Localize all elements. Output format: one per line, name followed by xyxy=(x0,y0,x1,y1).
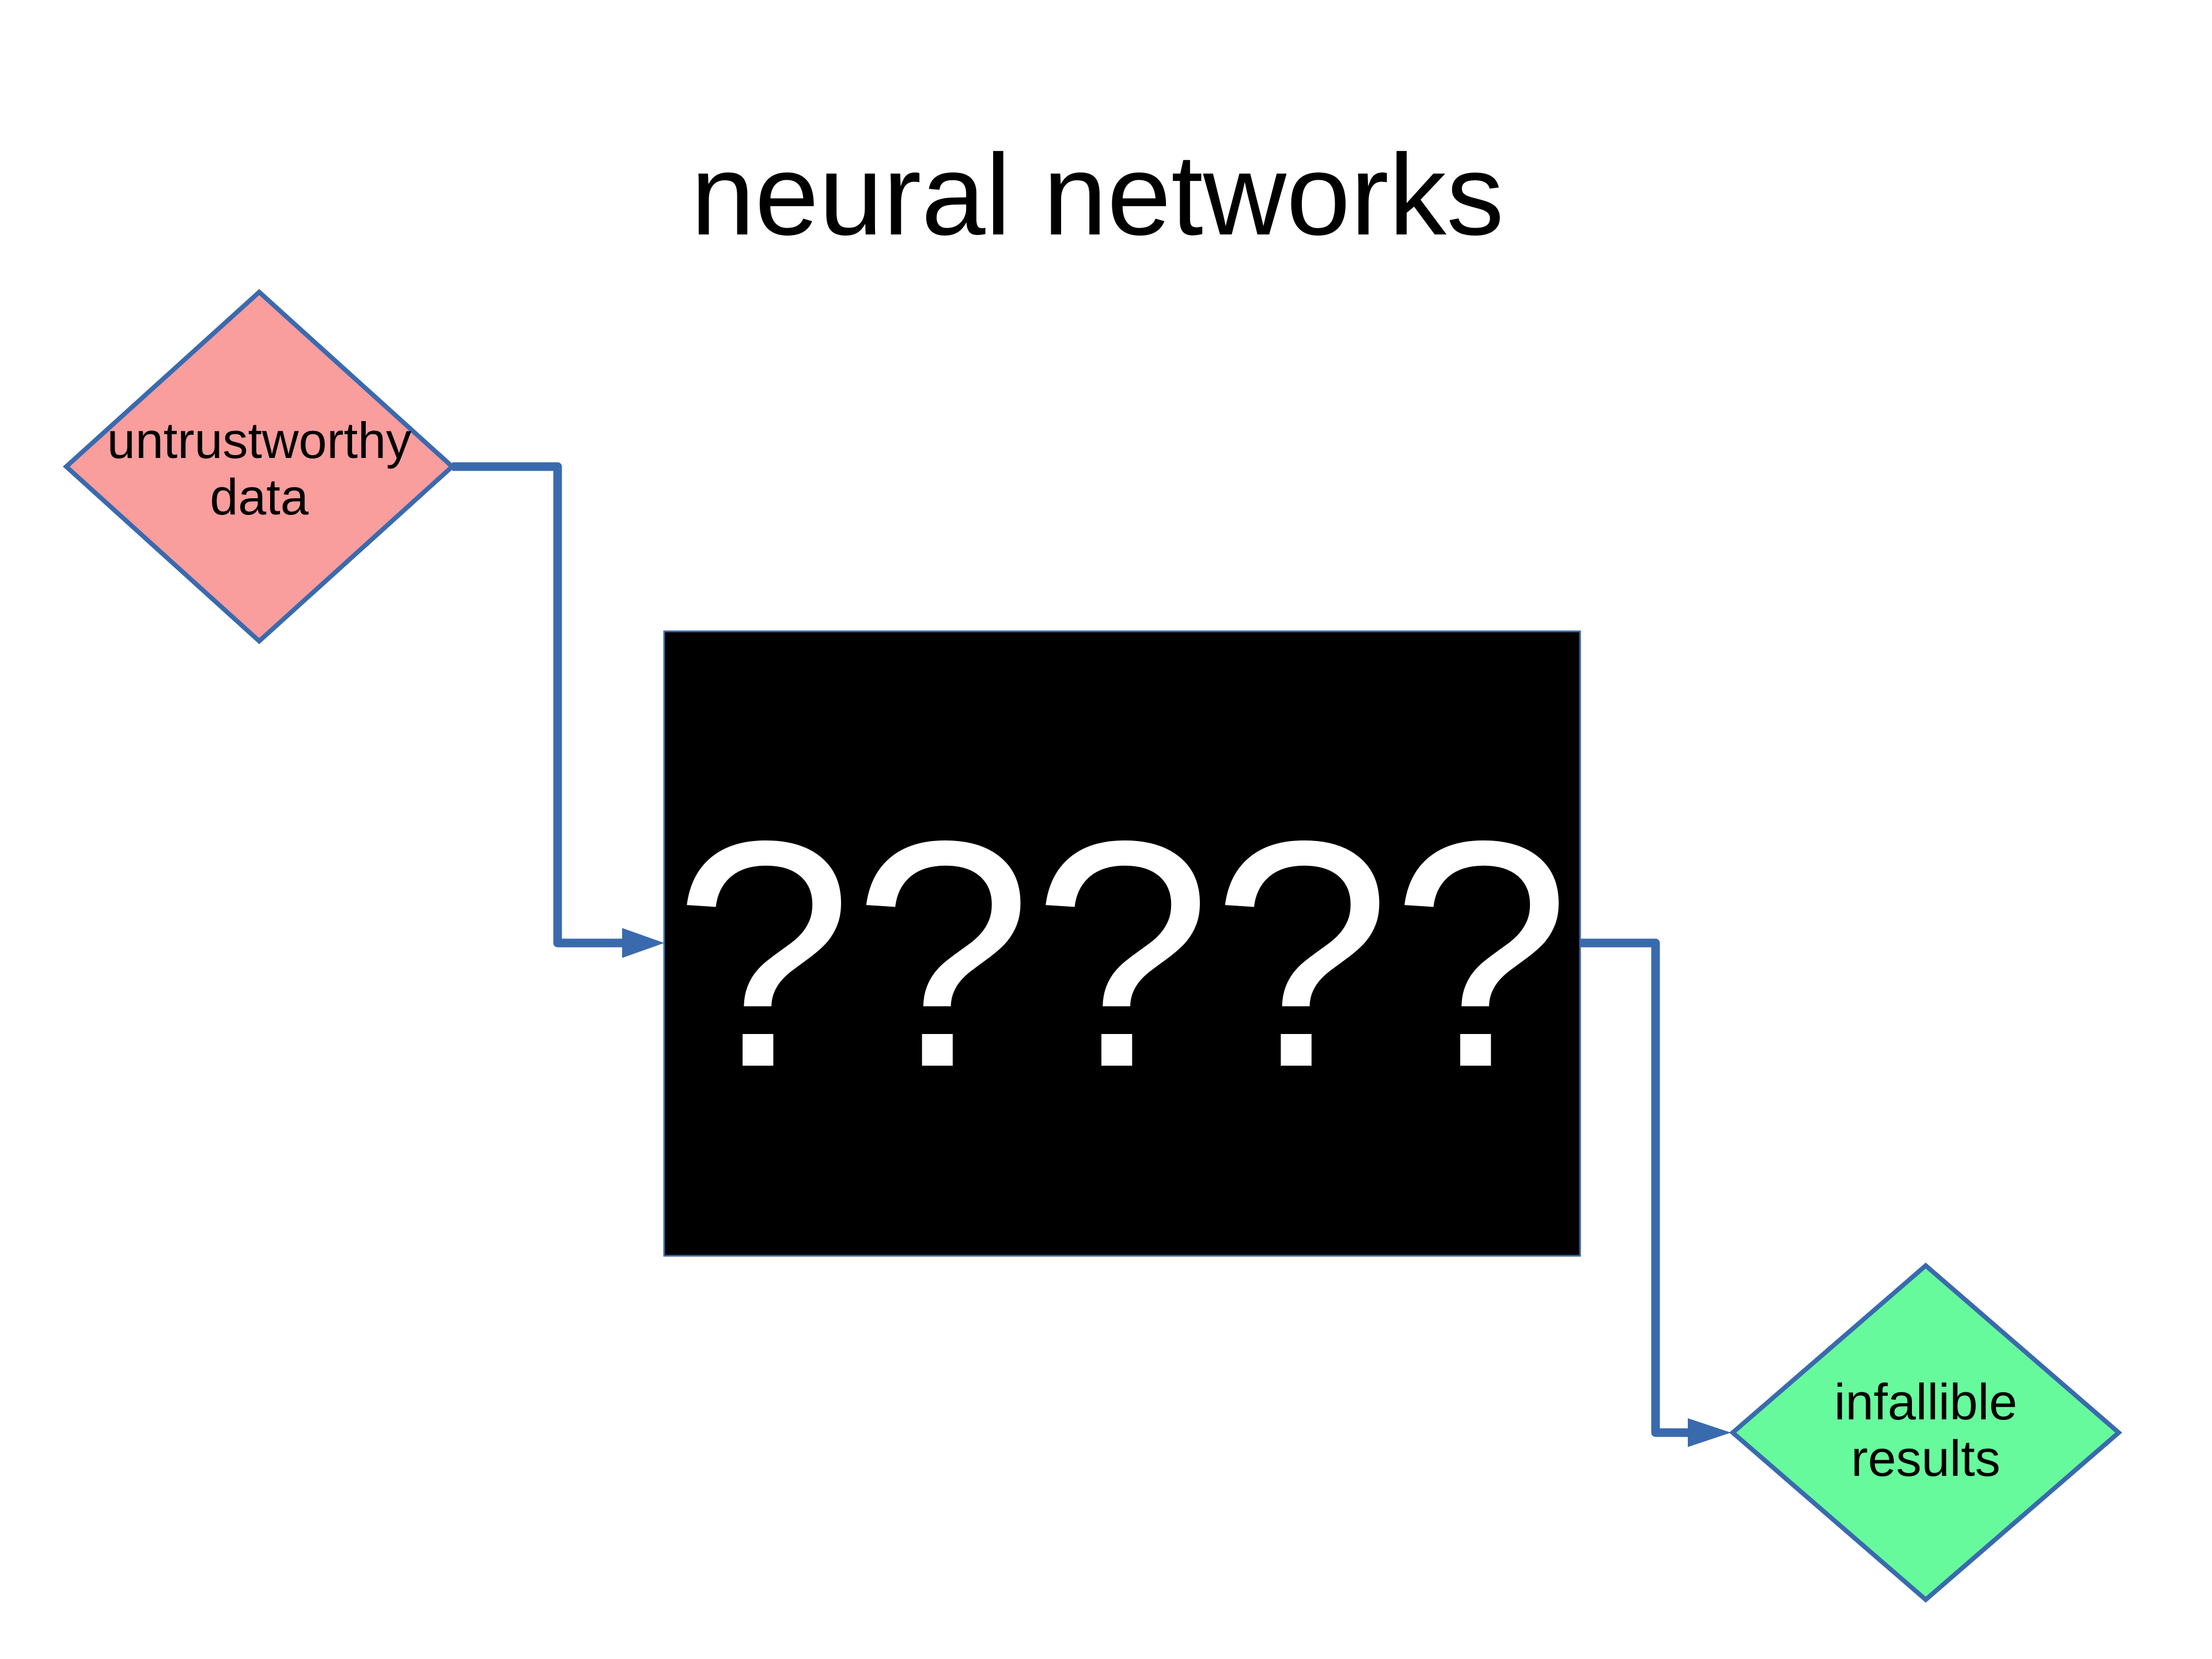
output-label-line1: infallible xyxy=(1834,1373,2017,1430)
connector-input-to-process-line xyxy=(452,462,623,948)
input-label-line1: untrustworthy xyxy=(107,412,411,469)
connector-process-to-output xyxy=(1580,938,1731,1447)
input-diamond-shape xyxy=(63,289,456,645)
connector-process-to-output-arrowhead-icon xyxy=(1688,1418,1731,1447)
connector-input-to-process xyxy=(452,462,664,958)
output-node: infallible results xyxy=(1729,1262,2123,1603)
output-label-line2: results xyxy=(1851,1430,2000,1487)
process-label: ????? xyxy=(673,774,1570,1134)
process-node: ????? xyxy=(663,630,1581,1257)
process-box-shape xyxy=(663,630,1581,1257)
output-diamond-shape xyxy=(1729,1262,2123,1603)
input-node: untrustworthy data xyxy=(63,289,456,645)
input-label-line2: data xyxy=(210,468,308,525)
connector-process-to-output-line xyxy=(1580,938,1689,1437)
page-title: neural networks xyxy=(691,131,1504,259)
connector-input-to-process-arrowhead-icon xyxy=(622,928,664,958)
